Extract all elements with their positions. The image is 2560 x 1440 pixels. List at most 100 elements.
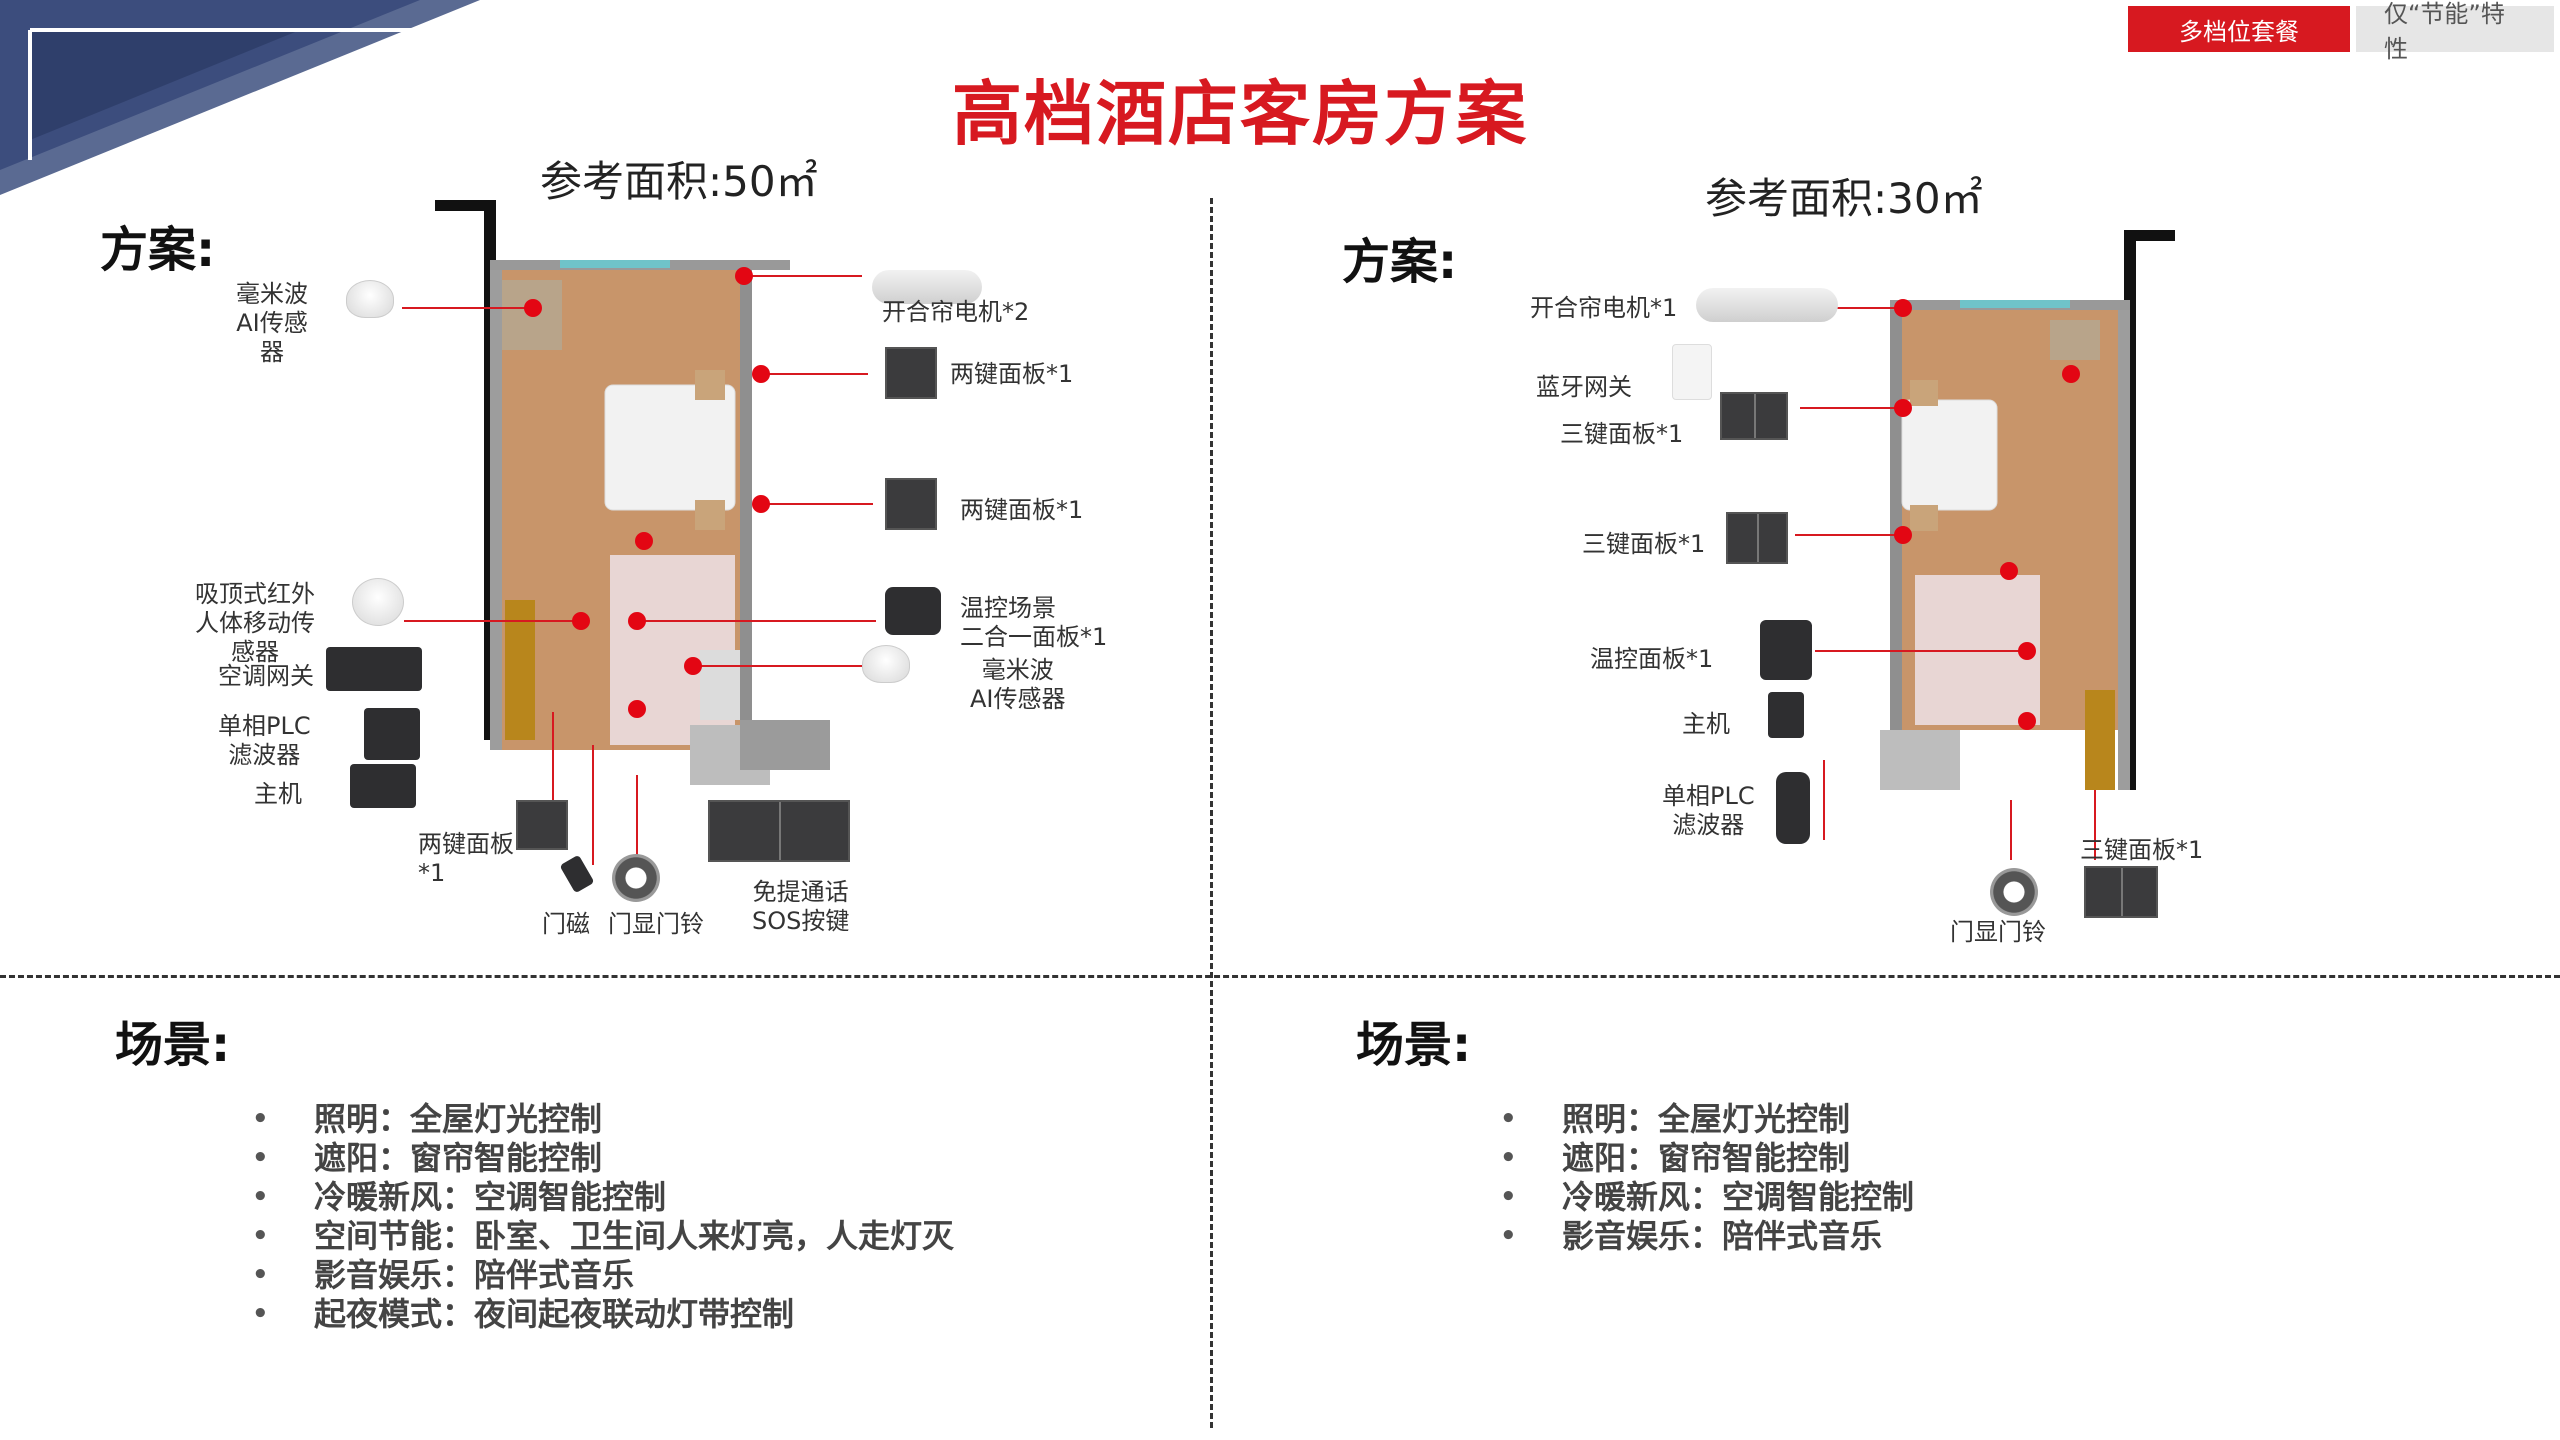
bt-gateway-icon: [1672, 344, 1712, 400]
vertical-divider: [1210, 198, 1213, 1428]
tab-energy-only[interactable]: 仅“节能”特性: [2356, 0, 2554, 63]
label-temp-panel: 温控场景 二合一面板*1: [960, 594, 1108, 651]
label-two-key-2: 两键面板*1: [960, 496, 1084, 524]
connector-dot: [735, 267, 753, 285]
connector: [2010, 800, 2012, 860]
tab-multi-tier[interactable]: 多档位套餐: [2128, 6, 2350, 52]
list-item: 空间节能：卧室、卫生间人来灯亮，人走灯灭: [252, 1217, 954, 1256]
connector-dot: [684, 657, 702, 675]
curtain-motor-icon: [1696, 288, 1838, 322]
connector: [402, 307, 532, 309]
right-floor-plan: [1880, 230, 2175, 790]
label-two-key-3: 两键面板 *1: [418, 830, 514, 887]
right-scene-label: 场景:: [1356, 1017, 1472, 1073]
connector: [758, 503, 873, 505]
temp-panel-icon: [885, 587, 941, 635]
label-host-r: 主机: [1682, 710, 1730, 738]
label-two-key-1: 两键面板*1: [950, 360, 1074, 388]
label-curtain-motor-r: 开合帘电机*1: [1530, 294, 1678, 322]
connector: [1815, 650, 2025, 652]
mmwave-sensor-icon: [346, 280, 394, 318]
label-curtain-motor: 开合帘电机*2: [882, 298, 1030, 326]
label-bt-gateway: 蓝牙网关: [1536, 373, 1632, 401]
connector-dot: [2062, 365, 2080, 383]
curtain-motor-icon: [872, 270, 982, 304]
connector: [2094, 790, 2096, 860]
connector-dot: [752, 365, 770, 383]
label-door-magnet: 门磁: [542, 910, 590, 938]
plc-filter-icon: [1776, 772, 1810, 844]
list-item: 遮阳：窗帘智能控制: [252, 1139, 954, 1178]
label-plc-filter: 单相PLC 滤波器: [218, 712, 311, 769]
connector: [636, 775, 638, 870]
connector-dot: [752, 495, 770, 513]
connector: [1795, 534, 1900, 536]
list-item: 冷暖新风：空调智能控制: [1500, 1178, 1914, 1217]
list-item: 照明：全屋灯光控制: [1500, 1100, 1914, 1139]
label-sos: 免提通话 SOS按键: [752, 878, 850, 935]
label-temp-panel-r: 温控面板*1: [1590, 645, 1714, 673]
ac-gateway-icon: [326, 647, 422, 691]
label-three-key-2: 三键面板*1: [1582, 530, 1706, 558]
plc-filter-icon: [364, 708, 420, 760]
connector-dot: [572, 612, 590, 630]
right-area-label: 参考面积:30㎡: [1705, 174, 1983, 223]
corner-decoration: [0, 0, 480, 195]
label-three-key-3: 三键面板*1: [2080, 836, 2204, 864]
label-doorbell-r: 门显门铃: [1950, 918, 2046, 946]
three-key-panel-icon: [1726, 512, 1788, 564]
host-icon: [350, 764, 416, 808]
connector-dot: [1894, 299, 1912, 317]
connector-dot: [628, 612, 646, 630]
connector-dot: [1894, 399, 1912, 417]
list-item: 冷暖新风：空调智能控制: [252, 1178, 954, 1217]
sos-panel-icon: [708, 800, 850, 862]
host-icon: [1768, 692, 1804, 738]
connector-dot: [1894, 526, 1912, 544]
connector-dot: [2018, 642, 2036, 660]
connector: [758, 373, 868, 375]
list-item: 影音娱乐：陪伴式音乐: [1500, 1217, 1914, 1256]
page-title: 高档酒店客房方案: [952, 73, 1528, 155]
connector-dot: [524, 299, 542, 317]
doorbell-icon: [612, 854, 660, 902]
right-plan-label: 方案:: [1342, 234, 1458, 290]
three-key-panel-icon: [1720, 392, 1788, 440]
infrared-sensor-icon: [352, 578, 404, 626]
door-magnet-icon: [559, 854, 595, 894]
label-plc-filter-r: 单相PLC 滤波器: [1662, 782, 1755, 839]
horizontal-divider: [0, 975, 2560, 978]
label-three-key-1: 三键面板*1: [1560, 420, 1684, 448]
right-scene-list: 照明：全屋灯光控制 遮阳：窗帘智能控制 冷暖新风：空调智能控制 影音娱乐：陪伴式…: [1500, 1100, 1914, 1256]
left-floor-plan: [435, 200, 830, 785]
list-item: 影音娱乐：陪伴式音乐: [252, 1256, 954, 1295]
list-item: 起夜模式：夜间起夜联动灯带控制: [252, 1295, 954, 1334]
label-host: 主机: [254, 780, 302, 808]
connector: [742, 275, 862, 277]
label-mmwave-bath: 毫米波 AI传感器: [970, 656, 1066, 713]
label-doorbell: 门显门铃: [608, 910, 704, 938]
connector: [592, 745, 594, 865]
connector: [1800, 407, 1900, 409]
connector: [690, 665, 870, 667]
list-item: 照明：全屋灯光控制: [252, 1100, 954, 1139]
connector: [636, 620, 876, 622]
connector-dot: [2018, 712, 2036, 730]
tab-bar: 多档位套餐 仅“节能”特性: [2128, 0, 2554, 63]
label-mmwave-top: 毫米波 AI传感 器: [236, 280, 308, 366]
connector-dot: [628, 700, 646, 718]
connector: [552, 712, 554, 842]
left-scene-label: 场景:: [115, 1017, 231, 1073]
doorbell-icon: [1990, 868, 2038, 916]
left-scene-list: 照明：全屋灯光控制 遮阳：窗帘智能控制 冷暖新风：空调智能控制 空间节能：卧室、…: [252, 1100, 954, 1334]
mmwave-bath-sensor-icon: [862, 645, 910, 683]
connector: [404, 620, 579, 622]
connector-dot: [2000, 562, 2018, 580]
two-key-panel-icon: [516, 800, 568, 850]
two-key-panel-icon: [885, 347, 937, 399]
connector: [1823, 760, 1825, 840]
temp-panel-icon: [1760, 620, 1812, 680]
two-key-panel-icon: [885, 478, 937, 530]
left-plan-label: 方案:: [100, 222, 216, 278]
three-key-panel-icon: [2084, 866, 2158, 918]
